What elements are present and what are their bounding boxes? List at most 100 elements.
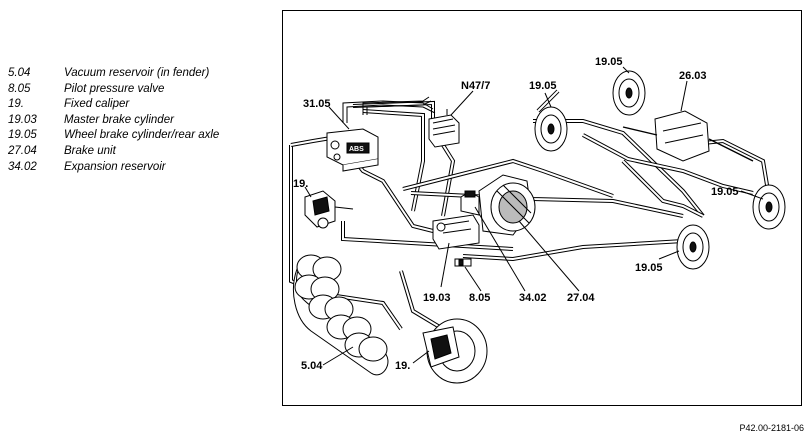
brake-lines xyxy=(289,89,770,331)
legend-row: 5.04 Vacuum reservoir (in fender) xyxy=(8,66,268,82)
rear-wheel-brake-left xyxy=(534,106,568,152)
master-brake-cylinder xyxy=(432,214,480,250)
wheel-drum-hub xyxy=(547,123,555,135)
legend-description: Wheel brake cylinder/rear axle xyxy=(64,129,220,142)
caliper-hose xyxy=(334,206,354,210)
reservoir-cap xyxy=(464,190,476,198)
leader-line xyxy=(464,266,482,292)
legend-description: Pilot pressure valve xyxy=(64,82,165,95)
callout-n47-7: N47/7 xyxy=(461,80,490,92)
leader-line xyxy=(450,90,474,116)
callout-31-05: 31.05 xyxy=(303,98,331,110)
caliper-piston xyxy=(312,196,330,216)
abs-fitting xyxy=(333,153,341,161)
pilot-pressure-valve xyxy=(454,258,472,267)
brake-line xyxy=(622,160,704,217)
brake-line xyxy=(410,191,684,218)
callout-19-05: 19.05 xyxy=(711,186,739,198)
master-cylinder-port xyxy=(436,222,446,232)
abs-unit-base xyxy=(342,159,379,172)
callout-19-05: 19.05 xyxy=(635,262,663,274)
brake-unit xyxy=(478,174,536,236)
leader-line xyxy=(322,346,354,366)
legend-description: Master brake cylinder xyxy=(64,113,174,126)
legend-code: 34.02 xyxy=(8,160,37,173)
abs-fitting xyxy=(330,140,340,150)
leader-line xyxy=(304,186,312,198)
wire xyxy=(362,96,430,115)
booster-detail xyxy=(496,184,532,224)
brake-line xyxy=(400,270,444,330)
callout-19-05: 19.05 xyxy=(529,80,557,92)
wheel-drum-hub xyxy=(765,201,773,213)
reservoir-segment xyxy=(358,336,388,362)
legend-code: 19. xyxy=(8,98,24,111)
callout-19-05: 19.05 xyxy=(595,56,623,68)
master-cylinder-body xyxy=(432,214,480,250)
wheel-drum-hub xyxy=(625,87,633,99)
legend-description: Fixed caliper xyxy=(64,98,130,111)
callout-8-05: 8.05 xyxy=(469,292,490,304)
wire xyxy=(342,100,434,123)
legend-code: 19.03 xyxy=(8,113,37,126)
legend-row: 19. Fixed caliper xyxy=(8,97,268,113)
brake-line xyxy=(582,134,754,194)
callout-19-03: 19.03 xyxy=(423,292,451,304)
legend-code: 5.04 xyxy=(8,67,31,79)
differential-housing xyxy=(654,110,710,162)
leader-line xyxy=(440,242,450,288)
figure-reference: P42.00-2181-06 xyxy=(739,423,804,433)
brake-system-diagram: ABS xyxy=(289,56,786,384)
callout-26-03: 26.03 xyxy=(679,70,707,82)
brake-line xyxy=(402,159,614,197)
rear-wheel-brake-upper xyxy=(612,70,646,116)
callout-34-02: 34.02 xyxy=(519,292,547,304)
legend-description: Brake unit xyxy=(64,144,116,157)
legend-row: 34.02 Expansion reservoir xyxy=(8,160,268,176)
leader-line xyxy=(680,80,688,112)
expansion-reservoir xyxy=(460,190,480,216)
wire xyxy=(366,100,432,115)
rear-wheel-brake-lower xyxy=(676,224,710,270)
callout-19: 19. xyxy=(293,178,308,190)
brake-line xyxy=(462,240,684,261)
callouts: 31.05 N47/7 19.05 19.05 26.03 19. 19.05 … xyxy=(293,56,739,372)
legend-code: 8.05 xyxy=(8,82,31,95)
legend-row: 8.05 Pilot pressure valve xyxy=(8,82,268,98)
legend-description: Expansion reservoir xyxy=(64,160,166,173)
leader-line xyxy=(328,106,350,130)
leader-line xyxy=(474,206,526,292)
leader-lines xyxy=(304,66,764,366)
front-right-brake xyxy=(422,318,488,384)
caliper-bolt xyxy=(317,217,329,229)
leader-line xyxy=(658,250,680,260)
valve-core xyxy=(458,259,464,266)
caliper-piston xyxy=(430,334,452,360)
callout-5-04: 5.04 xyxy=(301,360,323,372)
wire xyxy=(346,104,436,123)
legend-row: 19.03 Master brake cylinder xyxy=(8,113,268,129)
abs-label: ABS xyxy=(349,146,364,153)
leader-line xyxy=(412,350,430,364)
control-module-ribs xyxy=(432,118,456,136)
legend-code: 19.05 xyxy=(8,129,37,142)
differential-detail xyxy=(662,122,704,144)
legend-row: 19.05 Wheel brake cylinder/rear axle xyxy=(8,128,268,144)
rear-wheel-brake-right xyxy=(752,184,786,230)
leader-line xyxy=(740,190,764,200)
callout-19: 19. xyxy=(395,360,410,372)
axle-shaft xyxy=(622,126,754,162)
legend: 5.04 Vacuum reservoir (in fender) 8.05 P… xyxy=(8,66,268,175)
legend-description: Vacuum reservoir (in fender) xyxy=(64,67,210,79)
leader-line xyxy=(518,220,580,292)
wheel-drum-hub xyxy=(689,241,697,253)
brake-line xyxy=(342,221,514,250)
master-cylinder-detail xyxy=(442,220,472,234)
wiring-harness xyxy=(342,96,436,123)
abs-hydraulic-unit: ABS xyxy=(326,128,379,172)
callout-27-04: 27.04 xyxy=(567,292,595,304)
leader-line xyxy=(622,66,630,74)
vacuum-reservoir xyxy=(293,254,389,376)
abs-label-plate xyxy=(346,142,370,154)
diagram-frame: ABS xyxy=(282,10,802,406)
